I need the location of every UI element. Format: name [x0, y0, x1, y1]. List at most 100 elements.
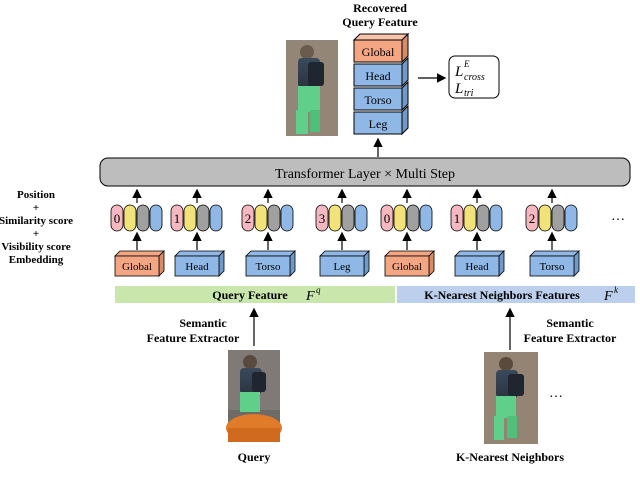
visibility-capsule — [551, 204, 565, 232]
part-block-top — [114, 250, 165, 257]
feature-capsule — [149, 204, 163, 232]
part-block-side — [428, 250, 435, 277]
loss-cross-sub: cross — [464, 72, 485, 83]
similarity-capsule — [183, 204, 197, 232]
knn-feature-symbol: F — [603, 289, 613, 304]
position-capsule — [525, 204, 539, 232]
part-block-label: Global — [122, 261, 152, 273]
feature-capsule — [209, 204, 223, 232]
embedding-label-visibility: Visibility score — [1, 241, 70, 253]
position-capsule — [450, 204, 464, 232]
token-ellipsis: … — [611, 209, 625, 224]
similarity-capsule — [393, 204, 407, 232]
knn-feature-label: K-Nearest Neighbors Features — [424, 288, 580, 302]
position-capsule — [110, 204, 124, 232]
query-feature-sup: q — [316, 285, 321, 295]
stack-block-head: Head — [353, 56, 409, 88]
extractor-right-line1: Semantic — [546, 316, 594, 330]
feature-capsule — [419, 204, 433, 232]
knn-ellipsis: … — [549, 386, 563, 401]
feature-capsule — [564, 204, 578, 232]
part-block — [384, 255, 430, 277]
transformer-layer: Transformer Layer × Multi Step — [99, 157, 631, 187]
part-block-side — [158, 250, 165, 277]
part-block — [245, 255, 291, 277]
part-block-side — [498, 250, 505, 277]
part-block-side — [363, 250, 370, 277]
position-index: 0 — [384, 211, 391, 226]
stack-block-torso: Torso — [353, 80, 409, 112]
transformer-label: Transformer Layer × Multi Step — [275, 167, 455, 182]
part-block-side — [218, 250, 225, 277]
feature-capsule — [280, 204, 294, 232]
loss-cross-base: L — [454, 64, 463, 80]
visibility-capsule — [406, 204, 420, 232]
part-block-label: Head — [185, 261, 209, 273]
stack-label-global: Global — [362, 45, 395, 59]
position-index: 3 — [319, 211, 326, 226]
query-feature-bar: Query Feature F q — [115, 285, 395, 304]
part-block-top — [174, 250, 225, 257]
loss-cross-sup: E — [463, 59, 470, 69]
extractor-left-line1: Semantic — [179, 316, 227, 330]
part-block — [454, 255, 500, 277]
query-feature-symbol: F — [305, 289, 315, 304]
position-index: 1 — [174, 211, 181, 226]
part-block-label: Leg — [333, 261, 351, 273]
part-block-label: Torso — [540, 261, 565, 273]
position-capsule — [170, 204, 184, 232]
part-block — [114, 255, 160, 277]
recovered-feature-stack: Global Head Torso Leg — [352, 32, 410, 136]
part-block-top — [454, 250, 505, 257]
position-index: 2 — [529, 211, 536, 226]
query-caption: Query — [238, 450, 271, 464]
similarity-capsule — [463, 204, 477, 232]
embedding-label-plus1: + — [33, 202, 39, 214]
visibility-capsule — [136, 204, 150, 232]
part-block-label: Head — [465, 261, 489, 273]
part-block-side — [289, 250, 296, 277]
visibility-capsule — [196, 204, 210, 232]
visibility-capsule — [476, 204, 490, 232]
part-block-top — [245, 250, 296, 257]
part-block-side — [573, 250, 580, 277]
part-block-label: Torso — [256, 261, 281, 273]
embedding-label-similarity: Similarity score — [0, 215, 73, 227]
stack-label-leg: Leg — [369, 117, 388, 131]
position-capsule — [241, 204, 255, 232]
part-block — [174, 255, 220, 277]
part-block-label: Global — [392, 261, 422, 273]
visibility-capsule — [341, 204, 355, 232]
loss-tri-base: L — [454, 81, 463, 97]
position-capsule — [380, 204, 394, 232]
embedding-labels: Position + Similarity score + Visibility… — [0, 189, 73, 266]
query-feature-label: Query Feature — [212, 288, 288, 302]
embedding-label-embedding: Embedding — [9, 254, 64, 266]
knn-feature-bar: K-Nearest Neighbors Features F k — [397, 285, 635, 304]
part-block-top — [529, 250, 580, 257]
feature-capsule — [489, 204, 503, 232]
part-block-top — [319, 250, 370, 257]
knn-caption: K-Nearest Neighbors — [456, 450, 564, 464]
stack-block-leg: Leg — [353, 104, 409, 136]
position-index: 2 — [245, 211, 252, 226]
similarity-capsule — [538, 204, 552, 232]
loss-box: L E cross L tri — [448, 55, 500, 99]
position-capsule — [315, 204, 329, 232]
position-index: 0 — [114, 211, 121, 226]
recovered-person-image — [286, 40, 338, 136]
part-block-top — [384, 250, 435, 257]
part-block — [319, 255, 365, 277]
feature-capsule — [354, 204, 368, 232]
recovered-title-line2: Query Feature — [342, 15, 418, 29]
similarity-capsule — [254, 204, 268, 232]
similarity-capsule — [123, 204, 137, 232]
embedding-label-plus2: + — [33, 228, 39, 240]
